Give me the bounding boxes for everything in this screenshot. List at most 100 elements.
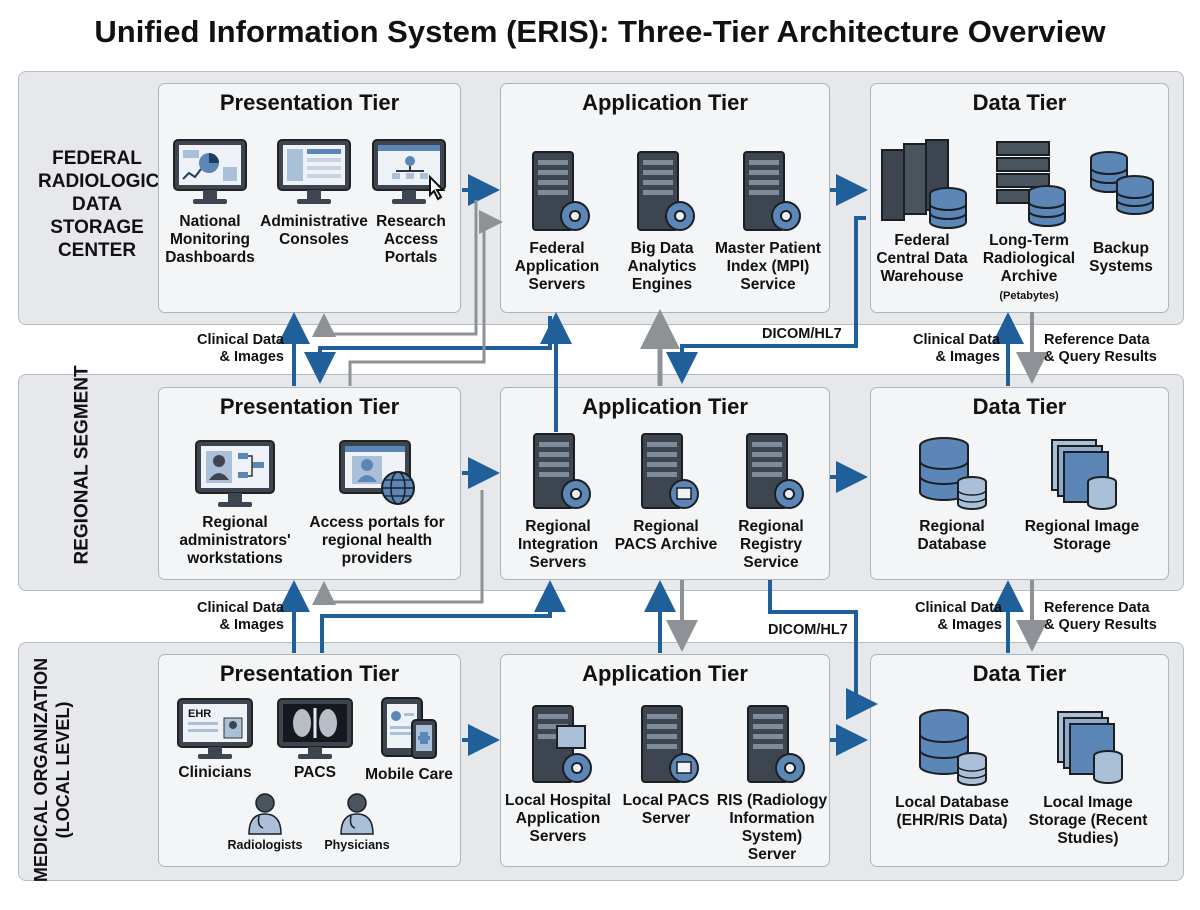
tier-title: Data Tier <box>972 90 1067 115</box>
item-label: Local PACS Server <box>622 792 710 827</box>
mobile-devices-icon <box>381 697 437 759</box>
portal-monitor-icon <box>372 139 446 204</box>
physicians: Physicians <box>312 792 402 852</box>
item-label: Regional PACS Archive <box>614 518 718 553</box>
page-title: Unified Information System (ERIS): Three… <box>94 14 1106 49</box>
regional-integration-servers: Regional Integration Servers <box>504 430 612 572</box>
portal-globe-icon <box>339 440 415 505</box>
item-label: Administrative Consoles <box>260 213 368 248</box>
xray-monitor-icon <box>277 698 353 759</box>
server-archive-icon <box>641 705 699 783</box>
item-label: Local Database (EHR/RIS Data) <box>895 794 1009 829</box>
workstation-icon <box>195 440 275 507</box>
reg-dicom-arrow <box>768 580 878 720</box>
item-label: Local Hospital Application Servers <box>505 792 611 845</box>
local-presentation-tier: Presentation Tier <box>158 654 461 867</box>
tier-title: Presentation Tier <box>219 90 400 115</box>
item-label: Regional Database <box>917 518 987 553</box>
tier-title: Application Tier <box>582 661 748 686</box>
item-label: Research Access Portals <box>376 213 446 266</box>
tier-title: Presentation Tier <box>219 661 400 686</box>
doctor-icon <box>340 793 374 835</box>
master-patient-index-service: Master Patient Index (MPI) Service <box>712 148 824 294</box>
server-archive-icon <box>641 433 699 509</box>
tier-title: Application Tier <box>582 394 748 419</box>
item-label: Clinicians <box>178 764 252 781</box>
reg-app-to-reg-pres-gray-arrow <box>312 490 484 605</box>
server-gear-icon <box>637 151 695 231</box>
item-label: Federal Central Data Warehouse <box>876 232 968 285</box>
tier-title: Data Tier <box>972 394 1067 419</box>
flow-label-clinical-loc-reg: Clinical Data & Images <box>196 600 284 633</box>
tier-title: Data Tier <box>972 661 1067 686</box>
item-label: Radiologists <box>227 838 303 852</box>
item-label: Federal Application Servers <box>514 240 600 293</box>
flow-label-dicom-reg: DICOM/HL7 <box>768 622 848 638</box>
item-label: Master Patient Index (MPI) Service <box>715 240 821 293</box>
item-label: RIS (Radiology Information System) Serve… <box>716 792 828 863</box>
flow-label-clinical-loc-data: Clinical Data & Images <box>914 600 1002 633</box>
fed-gray-loop-arrow <box>312 200 478 337</box>
item-label: Local Image Storage (Recent Studies) <box>1028 794 1148 847</box>
console-monitor-icon <box>277 139 351 204</box>
item-label: Physicians <box>324 838 390 852</box>
long-term-radiological-archive: Long-Term Radiological Archive (Petabyte… <box>970 136 1088 305</box>
ehr-screen-text: EHR <box>188 708 211 720</box>
administrative-consoles: Administrative Consoles <box>258 137 370 249</box>
fed-app-to-reg-pres-arrow <box>304 316 552 384</box>
storage-array-database-icon <box>996 141 1066 227</box>
research-access-portals: Research Access Portals <box>364 137 458 267</box>
item-label: Regional Integration Servers <box>517 518 599 571</box>
item-label: National Monitoring Dashboards <box>165 213 255 266</box>
fed-dicom-arrow <box>666 216 866 384</box>
item-label: Mobile Care <box>365 766 453 783</box>
regional-registry-service: Regional Registry Service <box>718 430 824 572</box>
item-label: Backup Systems <box>1089 240 1153 275</box>
local-image-storage: Local Image Storage (Recent Studies) <box>1022 706 1154 848</box>
database-stack-icon <box>1090 151 1154 215</box>
item-label: Long-Term Radiological Archive (Petabyte… <box>970 232 1088 305</box>
radiologists: Radiologists <box>220 792 310 852</box>
big-data-analytics-engines: Big Data Analytics Engines <box>612 148 712 294</box>
clinicians-ehr: EHR Clinicians <box>168 696 262 782</box>
image-storage-icon <box>1051 439 1117 510</box>
regional-admin-workstations: Regional administrators' workstations <box>170 438 300 568</box>
database-icon <box>919 709 987 786</box>
regional-access-portals: Access portals for regional health provi… <box>302 438 452 568</box>
server-gear-icon <box>532 151 590 231</box>
tier-title: Presentation Tier <box>219 394 400 419</box>
local-pacs-server: Local PACS Server <box>614 702 718 828</box>
flow-label-clinical-fed-data: Clinical Data & Images <box>912 332 1000 365</box>
backup-systems: Backup Systems <box>1076 144 1166 276</box>
doctor-icon <box>248 793 282 835</box>
mobile-care: Mobile Care <box>362 694 456 784</box>
regional-pacs-archive: Regional PACS Archive <box>612 430 720 554</box>
pacs-workstation: PACS <box>270 696 360 782</box>
flow-label-dicom-fed: DICOM/HL7 <box>762 326 842 342</box>
database-icon <box>919 437 987 510</box>
ris-server: RIS (Radiology Information System) Serve… <box>716 702 828 864</box>
server-rack-database-icon <box>881 139 967 229</box>
regional-database: Regional Database <box>900 434 1004 554</box>
local-hospital-application-servers: Local Hospital Application Servers <box>502 702 614 846</box>
flow-label-reference-loc-data: Reference Data & Query Results <box>1044 600 1157 633</box>
item-label: Regional Registry Service <box>738 518 804 571</box>
item-label: Access portals for regional health provi… <box>309 514 445 567</box>
item-label: Regional administrators' workstations <box>179 514 291 567</box>
server-gear-icon <box>743 151 801 231</box>
federal-application-servers: Federal Application Servers <box>502 148 612 294</box>
archive-capacity-label: (Petabytes) <box>999 290 1059 302</box>
reg-pres-to-fed-app-gray-arrow <box>348 210 503 386</box>
local-database: Local Database (EHR/RIS Data) <box>890 706 1014 830</box>
national-monitoring-dashboards: National Monitoring Dashboards <box>160 137 260 267</box>
flow-label-clinical-reg-fed: Clinical Data & Images <box>196 332 284 365</box>
tier-title: Application Tier <box>582 90 748 115</box>
loc-pres-to-reg-app-arrow <box>320 580 566 653</box>
flow-label-reference-fed-data: Reference Data & Query Results <box>1044 332 1157 365</box>
regional-image-storage: Regional Image Storage <box>1016 434 1148 554</box>
federal-segment-label: FEDERAL RADIOLOGICAL DATA STORAGE CENTER <box>38 148 185 261</box>
server-gear-icon <box>532 705 592 783</box>
item-label: Regional Image Storage <box>1024 518 1140 553</box>
dashboard-monitor-icon <box>173 139 247 204</box>
